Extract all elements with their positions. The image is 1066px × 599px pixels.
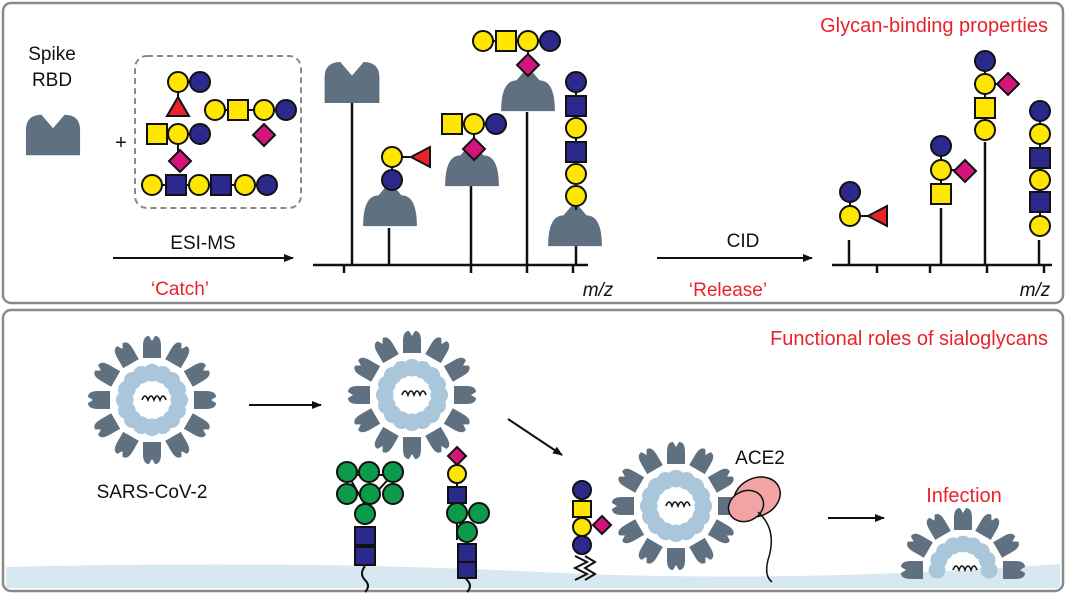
- attachment-arrow: [507, 418, 563, 456]
- ace2-label: ACE2: [735, 448, 785, 469]
- spike-rbd-icon: [25, 114, 81, 156]
- bottom-panel-frame: [1, 308, 1065, 593]
- top-panel-title: Glycan-binding properties: [820, 15, 1048, 37]
- rbd-label: RBD: [32, 70, 72, 91]
- glycoprotein-high-mannose: [336, 461, 404, 593]
- release-label: ‘Release’: [689, 280, 767, 301]
- sars-cov-2-virion-icon: [612, 442, 740, 570]
- sars-cov-2-virion-icon: [901, 508, 1025, 579]
- mass-spectrum-catch: [313, 102, 588, 273]
- released-glycans: [839, 50, 1051, 237]
- sars-cov-2-virion-icon: [88, 336, 216, 464]
- mass-spectrum-release: [832, 142, 1052, 273]
- mz-axis-label-2: m/z: [1020, 280, 1051, 301]
- sars-cov-2-virions: [88, 331, 1025, 579]
- infection-label: Infection: [926, 485, 1002, 507]
- ace2-receptor-icon: [727, 476, 781, 583]
- glycan-library: [141, 71, 297, 196]
- bottom-panel-title: Functional roles of sialoglycans: [770, 328, 1048, 350]
- glycan-library-box: [134, 55, 302, 209]
- cid-label: CID: [727, 231, 760, 252]
- esi-ms-label: ESI-MS: [170, 233, 235, 254]
- mz-axis-label-1: m/z: [583, 280, 614, 301]
- top-panel-frame: [1, 1, 1065, 305]
- catch-label: ‘Catch’: [151, 279, 209, 300]
- plus-sign: +: [115, 132, 127, 154]
- spike-label: Spike: [28, 44, 76, 65]
- cell-membrane: [6, 564, 1060, 588]
- virus-label: SARS-CoV-2: [97, 482, 208, 503]
- spectrum-complexes-catch: [324, 30, 602, 247]
- sars-cov-2-virion-icon: [348, 331, 476, 459]
- glycolipid-sialylated: [572, 480, 613, 581]
- glycoprotein-sialylated: [446, 445, 490, 593]
